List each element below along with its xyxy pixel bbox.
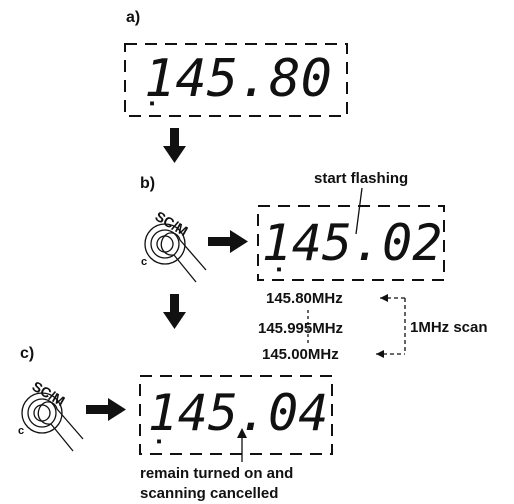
- display-b-marker: ▪: [276, 264, 282, 275]
- right-arrow-icon: [208, 230, 248, 253]
- display-a-frame: [124, 43, 348, 117]
- step-a-label: a): [126, 9, 140, 26]
- scm-button-press-c: SC/M c: [18, 378, 84, 452]
- display-a-marker: ▪: [149, 98, 155, 109]
- display-c-frame: [139, 375, 333, 455]
- scm-button-label-b: SC/M: [152, 208, 190, 239]
- start-flashing-label: start flashing: [314, 170, 408, 187]
- scan-bottom-freq: 145.00MHz: [262, 346, 339, 363]
- display-c-marker: ▪: [156, 436, 162, 447]
- right-arrow-icon: [86, 398, 126, 421]
- scm-button-press-b: SC/M c: [141, 208, 207, 283]
- display-a-digits: 145.80: [144, 49, 332, 109]
- display-a: 145.80 ▪: [124, 43, 348, 117]
- corner-c-b: c: [141, 256, 147, 268]
- remain-line-1: remain turned on and: [140, 465, 293, 482]
- start-flashing-leader: [355, 187, 363, 235]
- display-b-frame: [257, 205, 445, 281]
- corner-c-c: c: [18, 425, 24, 437]
- display-c-digits: 145.04: [148, 384, 329, 442]
- display-b-digits: 145.02: [262, 214, 443, 272]
- scan-bracket: [307, 294, 406, 358]
- scan-top-freq: 145.80MHz: [266, 290, 343, 307]
- step-c-label: c): [20, 345, 34, 362]
- down-arrow-icon: [163, 294, 186, 329]
- down-arrow-icon: [163, 128, 186, 163]
- scan-range-label: 1MHz scan: [410, 319, 488, 336]
- remain-line-2: scanning cancelled: [140, 485, 278, 502]
- scan-mid-freq: 145.995MHz: [258, 320, 343, 337]
- display-b: 145.02 ▪: [257, 205, 445, 281]
- display-c: 145.04 ▪: [139, 375, 333, 455]
- up-arrow-icon: [237, 428, 247, 462]
- step-b-label: b): [140, 175, 155, 192]
